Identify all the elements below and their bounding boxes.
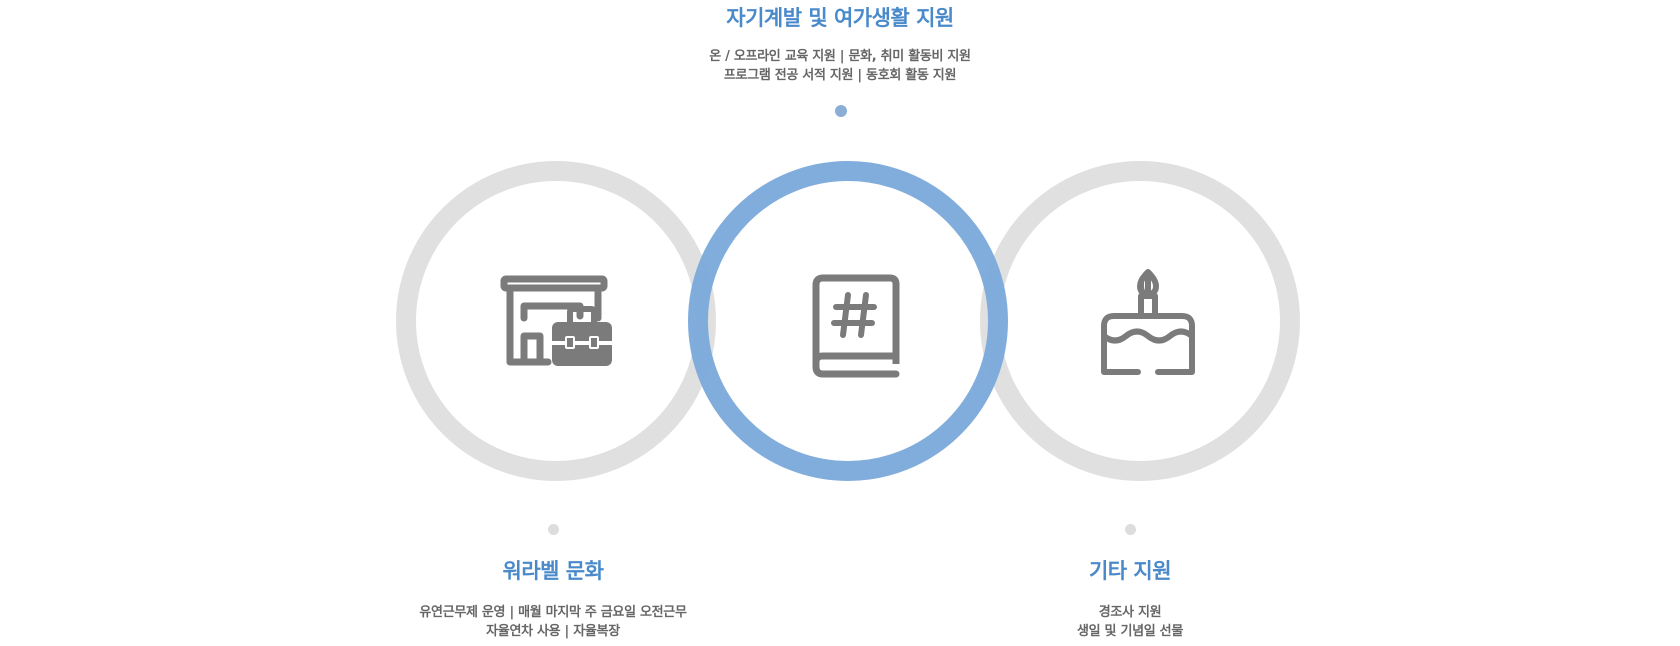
- center-benefit-description: 온 / 오프라인 교육 지원 | 문화, 취미 활동비 지원 프로그램 전공 서…: [640, 47, 1040, 85]
- left-benefit-description: 유연근무제 운영 | 매월 마지막 주 금요일 오전근무 자율연차 사용 | 자…: [353, 603, 753, 641]
- left-benefit-title: 워라벨 문화: [502, 559, 604, 583]
- right-benefit-line-2: 생일 및 기념일 선물: [1077, 624, 1183, 639]
- center-benefit-title: 자기계발 및 여가생활 지원: [726, 6, 954, 30]
- hashtag-book-icon: [812, 274, 900, 378]
- center-benefit-line-2: 프로그램 전공 서적 지원 | 동호회 활동 지원: [723, 68, 957, 83]
- left-benefit-line-2: 자율연차 사용 | 자율복장: [486, 624, 620, 639]
- center-benefit-line-1: 온 / 오프라인 교육 지원 | 문화, 취미 활동비 지원: [709, 49, 971, 64]
- right-benefit-title: 기타 지원: [1088, 559, 1172, 583]
- right-benefit-ring[interactable]: [980, 161, 1300, 481]
- center-benefit-ring[interactable]: [688, 161, 1008, 481]
- left-benefit-line-1: 유연근무제 운영 | 매월 마지막 주 금요일 오전근무: [419, 605, 687, 620]
- right-benefit-description: 경조사 지원 생일 및 기념일 선물: [930, 603, 1330, 641]
- left-benefit-ring[interactable]: [396, 161, 716, 481]
- right-benefit-line-1: 경조사 지원: [1098, 605, 1162, 620]
- left-connector-dot: [548, 524, 559, 535]
- office-briefcase-icon: [500, 275, 608, 366]
- right-connector-dot: [1125, 524, 1136, 535]
- center-connector-dot: [835, 105, 847, 117]
- briefcase-icon: [552, 306, 612, 366]
- birthday-cake-icon: [1101, 269, 1195, 375]
- hashtag-icon: [831, 292, 877, 338]
